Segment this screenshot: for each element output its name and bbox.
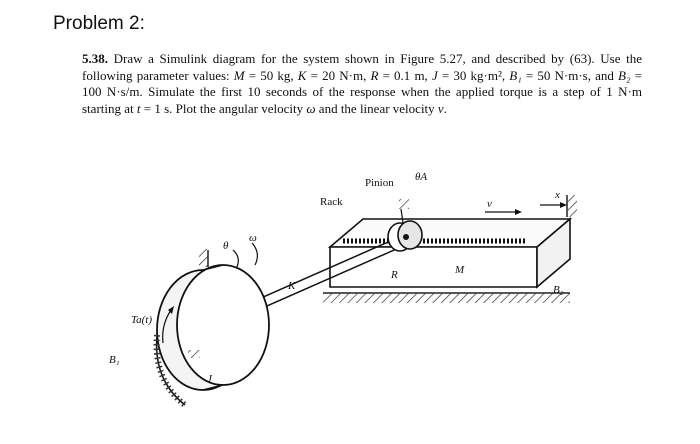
pinion-gear [387,220,423,252]
label-m: M [454,264,465,276]
label-rack: Rack [320,196,343,208]
param-value: = 20 N·m, [306,67,371,83]
param-value: = 100 N·s/m. [82,67,642,100]
label-j: J [207,373,213,385]
problem-statement: 5.38. Draw a Simulink diagram for the sy… [82,51,642,117]
param-value: = 50 kg, [244,67,298,83]
param-value: = 50 N·m·s, and [521,67,619,83]
rack-pinion-figure: Pinion θA Rack v x θ ω K R M B₂ Ta(t) B₁… [109,171,577,408]
motion-arrows [162,202,567,344]
label-b2: B₂ [553,284,564,296]
label-k: K [287,280,296,292]
param-symbol: B₁ [509,67,522,83]
label-b1: B₁ [109,354,120,366]
label-r: R [390,269,398,281]
param-value: = 30 kg·m², [437,67,510,83]
label-torque: Ta(t) [131,314,152,326]
time-symbol: t [136,100,141,116]
param-symbol: M [233,67,245,83]
omega-symbol: ω [306,100,316,116]
param-symbol: R [370,67,379,83]
wall-fixture-pinion [399,199,409,224]
problem-number: 5.38. [82,51,108,66]
problem-heading: Problem 2: [53,13,145,34]
rack-mass-block [327,217,573,289]
label-omega: ω [249,232,257,244]
damper-b1 [153,334,187,408]
label-pinion: Pinion [365,177,394,189]
param-value: = 0.1 m, [378,67,432,83]
inertia-disk [156,264,270,391]
param-symbol: J [431,67,438,83]
label-v: v [487,198,492,210]
wall-fixture-left [199,249,209,267]
velocity-symbol: v [437,100,444,116]
param-symbol: B₂ [618,67,631,83]
problem-text-b: Simulate the first 10 seconds of the res… [82,84,642,116]
label-theta: θ [223,240,229,252]
wall-fixture-right [566,195,577,217]
problem-text-d: and the linear velocity [315,100,438,116]
param-symbol: K [297,67,307,83]
rack-ground [323,292,570,303]
disk-bearing [188,350,200,358]
shaft [244,238,402,314]
problem-text-c: = 1 s. Plot the angular velocity [140,100,307,116]
problem-text-a: Draw a Simulink diagram for the system s… [82,51,642,83]
problem-text-e: . [443,100,447,116]
label-x: x [554,189,560,201]
label-theta-a: θA [415,171,427,183]
